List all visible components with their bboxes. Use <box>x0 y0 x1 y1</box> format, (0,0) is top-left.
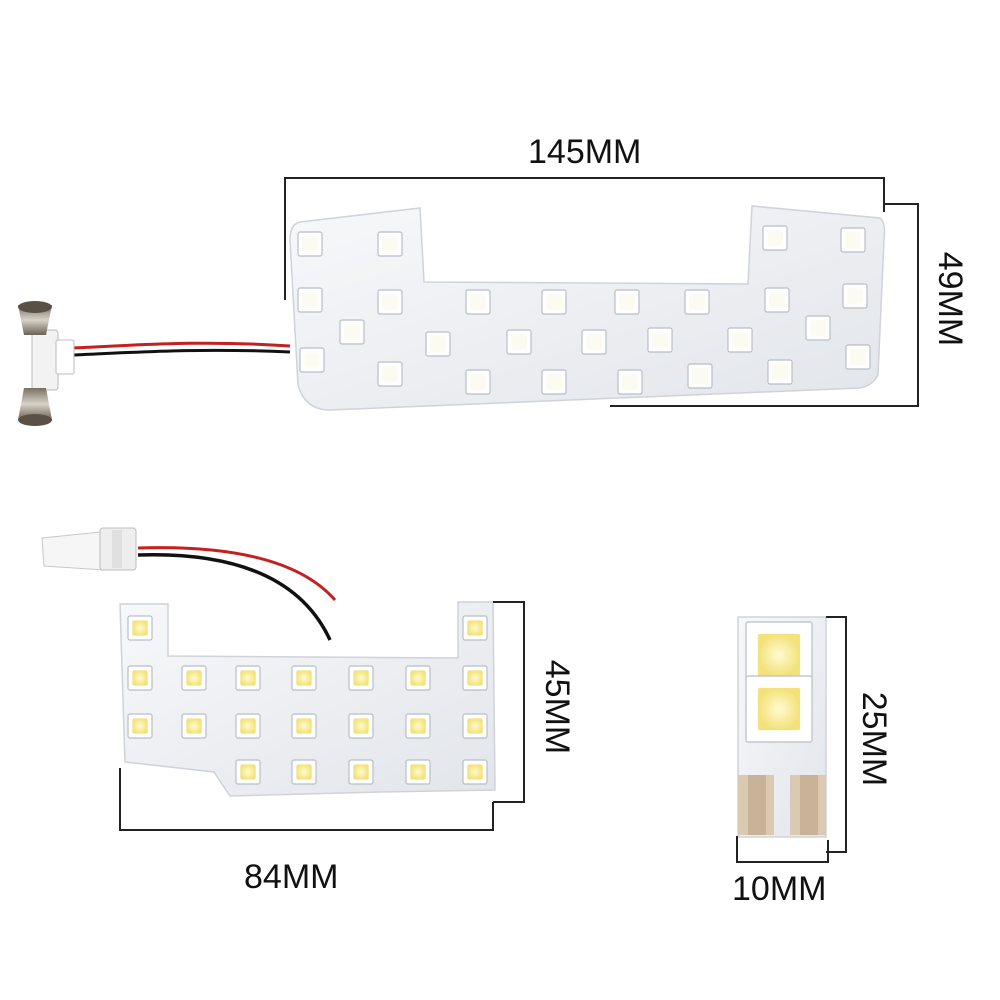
led-chip <box>339 319 365 345</box>
led-chip <box>462 615 488 641</box>
led-chip <box>425 331 451 357</box>
led-chip <box>845 344 871 370</box>
small-t10-board <box>737 616 827 838</box>
wedge-connector <box>41 527 137 571</box>
led-chip <box>235 759 261 785</box>
large-width-label: 145MM <box>528 133 642 171</box>
small-height-label: 25MM <box>855 691 894 787</box>
medium-panel-wire-black <box>137 552 332 641</box>
led-chip <box>235 665 261 691</box>
led-chip <box>291 665 317 691</box>
led-chip <box>127 665 153 691</box>
medium-panel-leds <box>127 615 488 785</box>
medium-panel-wire-red <box>137 546 337 601</box>
dim-medium-width <box>119 768 494 831</box>
led-chip <box>127 713 153 739</box>
small-width-label: 10MM <box>732 870 827 908</box>
led-chip <box>541 289 567 315</box>
led-chip <box>764 287 790 313</box>
led-chip <box>462 759 488 785</box>
led-chip <box>684 289 710 315</box>
led-chip <box>405 665 431 691</box>
dim-medium-height <box>493 601 525 803</box>
led-chip <box>405 759 431 785</box>
led-chip <box>842 283 868 309</box>
large-led-panel <box>18 205 886 426</box>
led-chip <box>181 713 207 739</box>
large-panel-wire-black <box>71 348 291 357</box>
led-chip <box>297 231 323 257</box>
led-chip <box>297 287 323 313</box>
led-chip <box>348 759 374 785</box>
large-panel-leds <box>297 225 871 395</box>
medium-height-label: 45MM <box>538 659 577 755</box>
dim-small-width <box>736 836 829 863</box>
led-chip <box>291 759 317 785</box>
led-chip <box>235 713 261 739</box>
led-chip <box>687 363 713 389</box>
led-chip <box>647 327 673 353</box>
large-panel-board <box>289 205 886 411</box>
dimension-lines <box>119 177 919 863</box>
led-chip <box>727 327 753 353</box>
led-chip <box>614 289 640 315</box>
led-chip <box>462 713 488 739</box>
led-chip <box>617 369 643 395</box>
led-chip <box>291 713 317 739</box>
led-chip <box>299 347 325 373</box>
led-chip <box>745 621 813 689</box>
led-chip <box>348 665 374 691</box>
festoon-connector <box>18 301 75 426</box>
dim-large-height <box>610 203 919 407</box>
led-chip <box>377 361 403 387</box>
led-chip <box>465 369 491 395</box>
led-chip <box>348 713 374 739</box>
led-chip <box>377 289 403 315</box>
led-chip <box>181 665 207 691</box>
large-panel-wire-red <box>71 341 291 350</box>
led-chip <box>840 227 866 253</box>
large-height-label: 49MM <box>931 251 970 347</box>
dim-large-width <box>284 177 885 300</box>
led-chip <box>377 231 403 257</box>
led-chip <box>465 289 491 315</box>
dim-small-height <box>826 616 847 853</box>
led-chip <box>541 369 567 395</box>
led-chip <box>405 713 431 739</box>
led-chip <box>506 329 532 355</box>
led-chip <box>581 329 607 355</box>
small-board-leds <box>745 621 813 743</box>
led-chip <box>767 359 793 385</box>
led-chip <box>462 665 488 691</box>
led-chip <box>745 675 813 743</box>
led-chip <box>805 315 831 341</box>
medium-led-panel <box>41 527 496 797</box>
medium-width-label: 84MM <box>244 858 339 896</box>
led-chip <box>762 225 788 251</box>
led-chip <box>127 615 153 641</box>
medium-panel-board <box>119 601 496 797</box>
